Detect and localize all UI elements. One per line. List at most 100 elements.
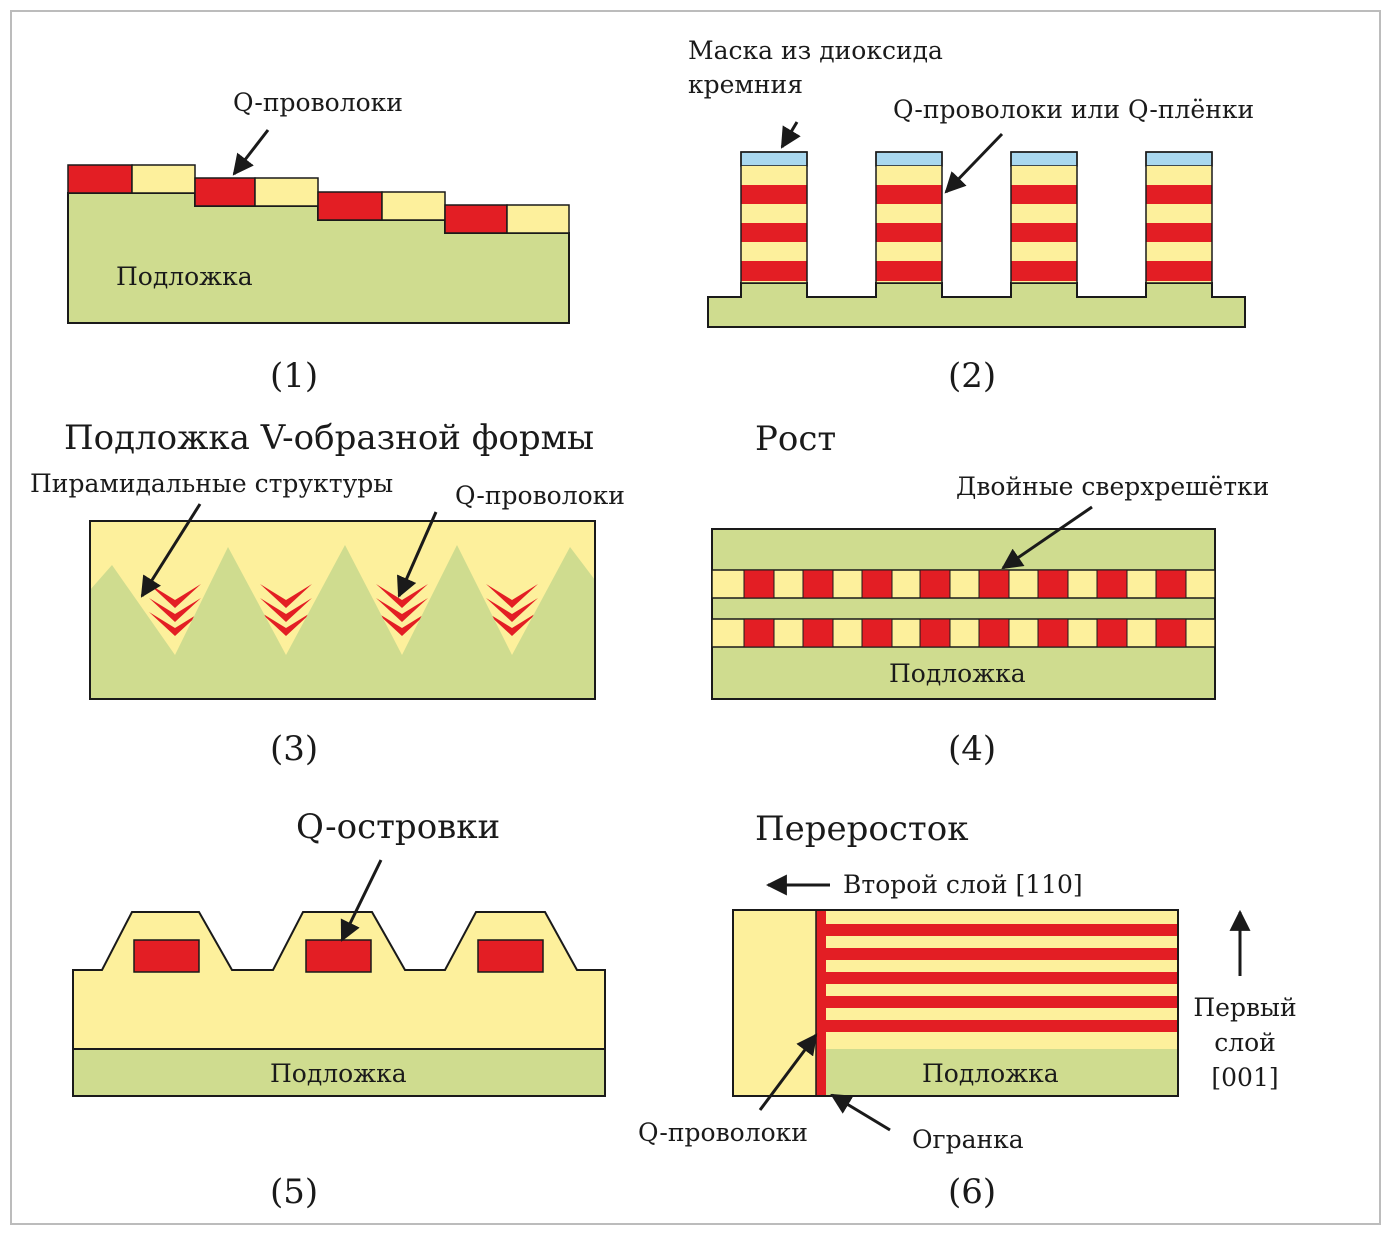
wire-layer [1011,261,1077,281]
pillar-outline [1145,151,1213,284]
wire-label: Q-проволоки [638,1118,808,1147]
first-layer-label-line2: слой [1214,1028,1276,1057]
spacer-layer [1011,166,1077,185]
panel-number: (2) [948,356,996,396]
silica-mask [1145,151,1213,167]
wire-layer [1146,261,1212,281]
substrate-label: Подложка [270,1059,407,1088]
panel-title: Рост [755,419,836,459]
spacer-layer [876,281,942,283]
wire-layer [876,261,942,281]
first-layer-label-line3: [001] [1211,1063,1278,1092]
panel-3-border [89,520,596,700]
superlattice-block [802,618,834,648]
wire-label: Q-проволоки [455,481,625,510]
panel-number: (3) [270,729,318,769]
wire-layer [741,223,807,242]
pillar-outline [875,151,943,284]
wire-layer [1146,223,1212,242]
spacer-layer [741,166,807,185]
superlattice-row [711,569,1216,599]
wire-segment [194,177,256,207]
panel-number: (6) [948,1172,996,1212]
panel-5-quantum-islands: Q-островки Подложка (5) [72,807,606,1212]
pyramid-wire [486,598,538,622]
quantum-well-strip [826,924,1178,936]
quantum-island [305,939,372,973]
pyramid-wire [260,598,312,622]
superlattice-block [861,618,893,648]
wire-layer [1146,185,1212,204]
superlattice-block [802,569,834,599]
superlattice-block [978,569,1010,599]
wire-arrow [944,132,1004,194]
first-layer-label: Первый [1193,993,1296,1022]
superlattice-block [1155,618,1187,648]
pyramid-wire [376,612,428,636]
substrate-label: Подложка [116,262,253,291]
wire-layer [876,223,942,242]
quantum-well-strip [826,948,1178,960]
islands-arrow [340,859,383,942]
superlattice-label: Двойные сверхрешётки [956,472,1269,501]
spacer-layer [876,166,942,185]
mask-label: Маска из диоксида [688,36,943,65]
wire-layer [1011,185,1077,204]
panel-number: (1) [270,356,318,396]
substrate [826,1049,1178,1096]
pyramid-wire [376,584,428,608]
mask-label-line2: кремния [688,70,803,99]
pyramid-arrow [140,503,202,598]
spacer-layer [876,242,942,261]
panel-1-stepped-substrate: Q-проволоки Подложка (1) [67,88,570,396]
superlattice-block [1096,618,1128,648]
wire-segment [444,204,508,234]
panel-number: (5) [270,1172,318,1212]
panel-title: Перероcток [755,809,968,849]
wire-layer [741,261,807,281]
quantum-well-strip [826,1020,1178,1032]
silica-mask [875,151,943,167]
quantum-well-strip [826,996,1178,1008]
panel-4-double-superlattice: Рост Двойные сверхрешётки Подложка (4) [711,419,1269,769]
layer-segment [381,191,446,221]
spacer-layer [1146,204,1212,223]
pyramid-label: Пирамидальные структуры [30,469,393,498]
wire-arrow [758,1033,818,1111]
superlattice-block [919,569,951,599]
superlattice-block [1037,569,1069,599]
substrate [711,528,1216,700]
mask-arrow [780,121,801,149]
superlattice-row [711,618,1216,648]
wire-segment [67,164,133,194]
substrate [72,1048,606,1097]
panel-6-border [732,909,1179,1097]
panel-2-mask-etched-pillars: Маска из диоксида кремния Q-проволоки ил… [688,36,1254,396]
v-groove-substrate [90,545,595,699]
wire-arrow [397,511,438,598]
panel-3-v-groove-substrate: Подложка V-образной формы Пирамидальные … [30,418,625,769]
pillar-outline [1010,151,1078,284]
second-layer-label: Второй слой [110] [843,870,1083,899]
facet-label: Огранка [912,1125,1024,1154]
superlattice-block [919,618,951,648]
pyramid-wire [149,612,201,636]
superlattice-block [1155,569,1187,599]
spacer-layer [1146,242,1212,261]
layer-segment [131,164,196,194]
spacer-layer [741,204,807,223]
panel-title: Подложка V-образной формы [64,418,594,458]
pyramid-wire [149,584,201,608]
spacer-layer [1146,166,1212,185]
superlattice-arrow [1001,505,1093,570]
superlattice-block [1096,569,1128,599]
etched-substrate [707,282,1246,328]
spacer-layer [741,281,807,283]
substrate-label: Подложка [889,659,1026,688]
spacer-layer [1011,242,1077,261]
pyramid-wire [376,598,428,622]
spacer-layer [876,204,942,223]
silica-mask [740,151,808,167]
superlattice-block [1037,618,1069,648]
